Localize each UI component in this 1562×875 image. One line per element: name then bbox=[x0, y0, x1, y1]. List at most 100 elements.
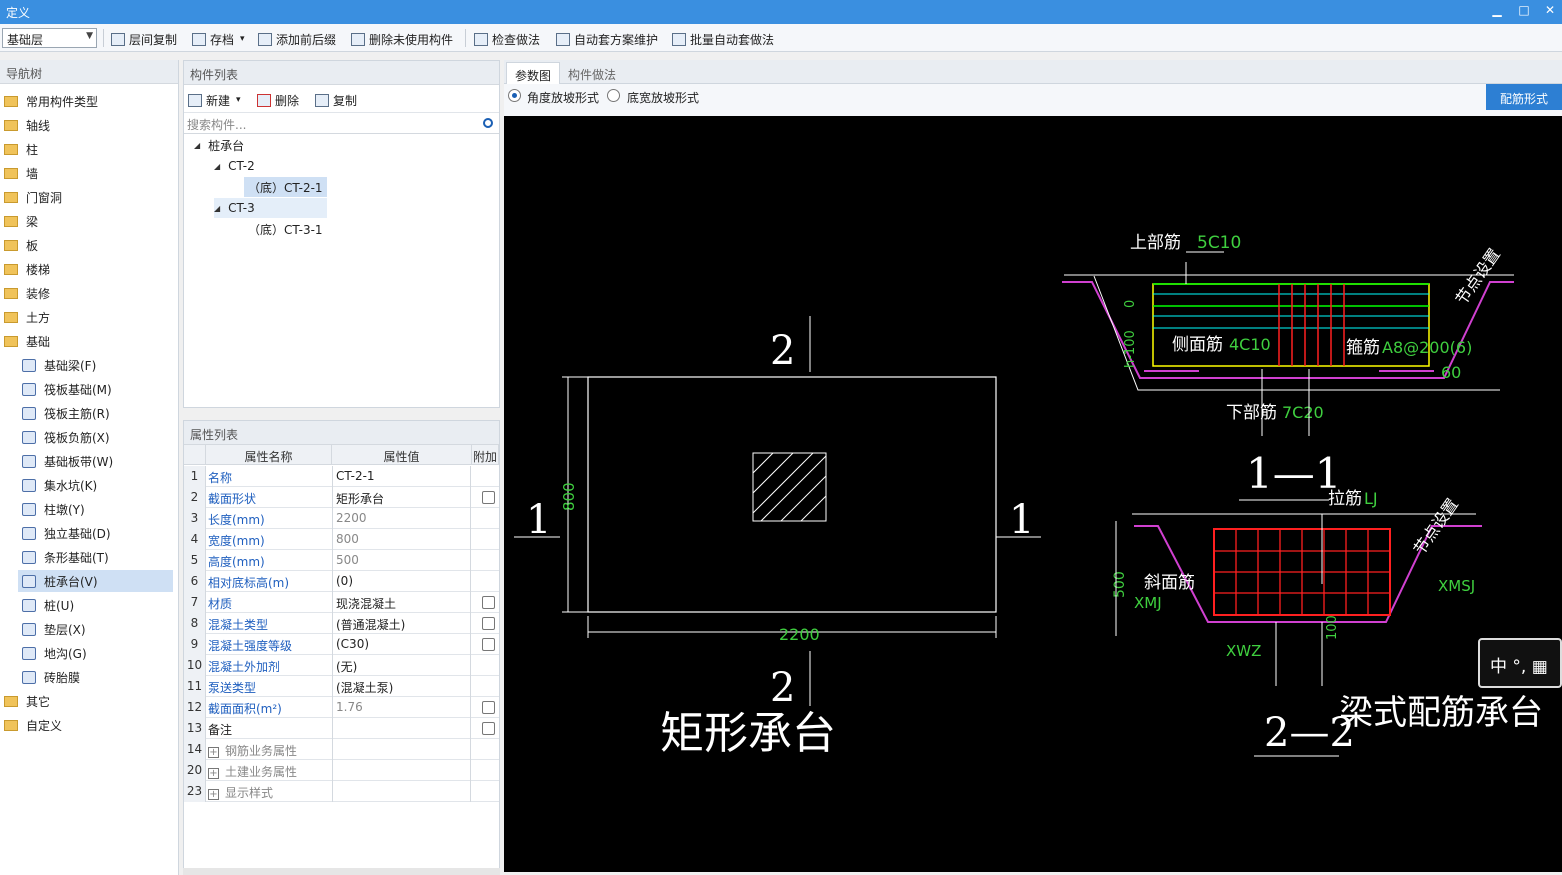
nav-folder[interactable]: 常用构件类型 bbox=[0, 90, 178, 112]
attach-checkbox[interactable] bbox=[482, 491, 495, 504]
copy-component-button[interactable]: 复制 bbox=[315, 91, 357, 109]
nav-item-cushion[interactable]: 垫层(X) bbox=[0, 618, 178, 640]
row-number: 4 bbox=[184, 529, 206, 550]
nav-item-pile[interactable]: 桩(U) bbox=[0, 594, 178, 616]
minimize-button[interactable]: ▁ bbox=[1492, 3, 1502, 17]
property-value[interactable]: (普通混凝土) bbox=[332, 613, 471, 634]
property-value[interactable] bbox=[332, 760, 471, 781]
property-value[interactable]: CT-2-1 bbox=[332, 466, 471, 487]
attach-checkbox[interactable] bbox=[482, 596, 495, 609]
auto-plan-button[interactable]: 自动套方案维护 bbox=[556, 30, 658, 48]
nav-item-foundation-beam[interactable]: 基础梁(F) bbox=[0, 354, 178, 376]
nav-folder[interactable]: 板 bbox=[0, 234, 178, 256]
tree-group[interactable]: ◢CT-2 bbox=[214, 156, 255, 176]
attach-checkbox[interactable] bbox=[482, 638, 495, 651]
tab-component-method[interactable]: 构件做法 bbox=[568, 68, 617, 82]
ime-indicator[interactable]: 中 °, ▦ bbox=[1478, 638, 1562, 688]
delete-component-button[interactable]: 删除 bbox=[257, 91, 299, 109]
close-button[interactable]: ✕ bbox=[1544, 3, 1556, 17]
nav-item-brick-mold[interactable]: 砖胎膜 bbox=[0, 666, 178, 688]
nav-item-trench[interactable]: 地沟(G) bbox=[0, 642, 178, 664]
maximize-button[interactable]: □ bbox=[1518, 3, 1530, 17]
nav-folder[interactable]: 其它 bbox=[0, 690, 178, 712]
property-value[interactable] bbox=[332, 781, 471, 802]
radio-width-slope[interactable] bbox=[607, 89, 620, 102]
expand-plus-icon[interactable]: + bbox=[208, 789, 219, 800]
rebar-form-button[interactable]: 配筋形式 bbox=[1486, 84, 1562, 110]
expand-icon[interactable]: ◢ bbox=[214, 161, 221, 171]
property-value[interactable] bbox=[332, 739, 471, 760]
attach-checkbox[interactable] bbox=[482, 701, 495, 714]
expand-plus-icon[interactable]: + bbox=[208, 747, 219, 758]
nav-item-sump[interactable]: 集水坑(K) bbox=[0, 474, 178, 496]
nav-folder[interactable]: 楼梯 bbox=[0, 258, 178, 280]
component-search-input[interactable]: 搜索构件... bbox=[184, 114, 499, 134]
floor-select[interactable]: 基础层 ▼ bbox=[2, 28, 97, 48]
nav-folder[interactable]: 土方 bbox=[0, 306, 178, 328]
property-value[interactable]: 现浇混凝土 bbox=[332, 592, 471, 613]
tree-item-selected[interactable]: （底）CT-2-1 bbox=[244, 177, 327, 197]
nav-folder[interactable]: 门窗洞 bbox=[0, 186, 178, 208]
expand-plus-icon[interactable]: + bbox=[208, 768, 219, 779]
property-value[interactable]: 800 bbox=[332, 529, 471, 550]
delete-unused-button[interactable]: 删除未使用构件 bbox=[351, 30, 453, 48]
nav-item-pile-cap[interactable]: 桩承台(V) bbox=[18, 570, 173, 592]
nav-folder[interactable]: 自定义 bbox=[0, 714, 178, 736]
nav-item-strip-footing[interactable]: 条形基础(T) bbox=[0, 546, 178, 568]
radio-angle-slope[interactable] bbox=[508, 89, 521, 102]
nav-item-isolated-footing[interactable]: 独立基础(D) bbox=[0, 522, 178, 544]
property-value[interactable]: 矩形承台 bbox=[332, 487, 471, 508]
property-value[interactable]: 2200 bbox=[332, 508, 471, 529]
property-row[interactable]: 14+钢筋业务属性 bbox=[184, 739, 499, 760]
tree-root[interactable]: ◢桩承台 bbox=[194, 135, 244, 155]
property-row[interactable]: 23+显示样式 bbox=[184, 781, 499, 802]
nav-item-raft-main-bar[interactable]: 筏板主筋(R) bbox=[0, 402, 178, 424]
nav-folder[interactable]: 柱 bbox=[0, 138, 178, 160]
nav-folder-foundation[interactable]: 基础 bbox=[0, 330, 178, 352]
nav-item-raft[interactable]: 筏板基础(M) bbox=[0, 378, 178, 400]
search-icon[interactable] bbox=[483, 118, 493, 128]
nav-item-slab-strip[interactable]: 基础板带(W) bbox=[0, 450, 178, 472]
nav-folder[interactable]: 墙 bbox=[0, 162, 178, 184]
tree-item[interactable]: （底）CT-3-1 bbox=[248, 219, 323, 239]
property-row[interactable]: 20+土建业务属性 bbox=[184, 760, 499, 781]
property-value[interactable]: (混凝土泵) bbox=[332, 676, 471, 697]
expand-icon[interactable]: ◢ bbox=[194, 140, 201, 150]
archive-button[interactable]: 存档▾ bbox=[192, 30, 245, 48]
property-value[interactable]: (C30) bbox=[332, 634, 471, 655]
property-value[interactable] bbox=[332, 718, 471, 739]
floor-copy-button[interactable]: 层间复制 bbox=[111, 30, 177, 48]
horizontal-scrollbar[interactable] bbox=[183, 868, 500, 875]
nav-item-raft-neg-bar[interactable]: 筏板负筋(X) bbox=[0, 426, 178, 448]
property-value[interactable]: (无) bbox=[332, 655, 471, 676]
add-prefix-suffix-button[interactable]: 添加前后缀 bbox=[258, 30, 336, 48]
nav-item-column-pier[interactable]: 柱墩(Y) bbox=[0, 498, 178, 520]
attach-checkbox[interactable] bbox=[482, 722, 495, 735]
batch-auto-button[interactable]: 批量自动套做法 bbox=[672, 30, 774, 48]
attach-checkbox[interactable] bbox=[482, 617, 495, 630]
nav-folder[interactable]: 装修 bbox=[0, 282, 178, 304]
property-value[interactable]: 1.76 bbox=[332, 697, 471, 718]
property-value[interactable]: (0) bbox=[332, 571, 471, 592]
tree-group[interactable]: ◢CT-3 bbox=[214, 198, 327, 218]
nav-folder[interactable]: 梁 bbox=[0, 210, 178, 232]
check-method-button[interactable]: 检查做法 bbox=[474, 30, 540, 48]
expand-icon[interactable]: ◢ bbox=[214, 203, 221, 213]
nav-folder[interactable]: 轴线 bbox=[0, 114, 178, 136]
new-component-button[interactable]: 新建▾ bbox=[188, 91, 241, 109]
tab-param-drawing[interactable]: 参数图 bbox=[506, 62, 561, 84]
property-value[interactable]: 500 bbox=[332, 550, 471, 571]
